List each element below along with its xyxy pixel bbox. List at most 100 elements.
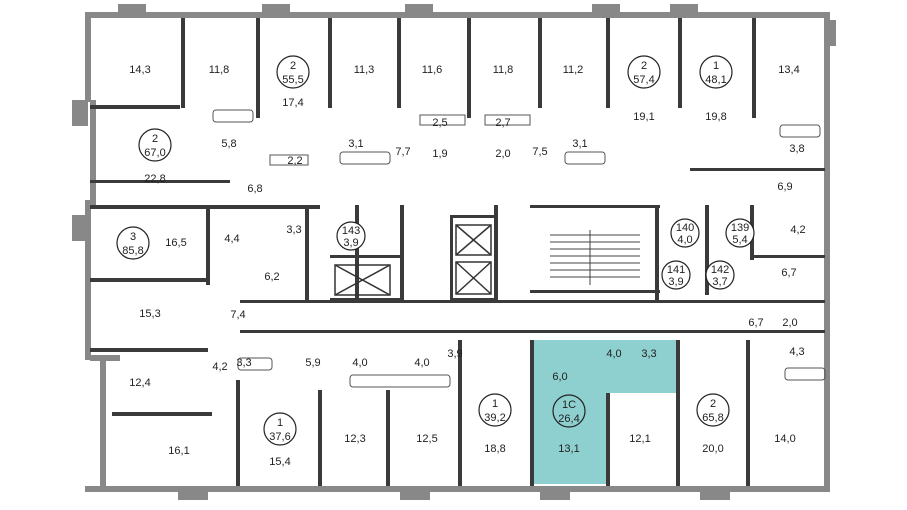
svg-text:142: 142 [711,264,729,276]
svg-text:3,9: 3,9 [668,276,683,288]
elevator-icon [334,224,492,296]
room-area: 6,7 [781,267,796,279]
room-area: 6,8 [247,183,262,195]
room-area: 2,0 [495,148,510,160]
staircase-icon [550,230,640,285]
room-area: 4,4 [224,233,239,245]
room-area-labels: 14,3 11,8 17,4 11,3 11,6 11,8 11,2 19,1 … [129,64,805,468]
storage-marker: 139 5,4 [725,218,755,248]
interior-walls [90,18,825,486]
svg-text:139: 139 [731,222,749,234]
svg-text:3,9: 3,9 [343,237,358,249]
outer-walls [72,4,836,500]
svg-text:85,8: 85,8 [122,245,143,257]
svg-text:141: 141 [667,264,685,276]
room-area: 4,0 [414,357,429,369]
svg-text:55,5: 55,5 [282,74,303,86]
room-area: 7,7 [395,146,410,158]
svg-text:3: 3 [130,231,136,243]
room-area: 3,3 [641,348,656,360]
room-area: 14,0 [774,433,795,445]
svg-text:57,4: 57,4 [633,74,654,86]
storage-marker: 142 3,7 [705,260,735,290]
bathroom-fixture-icons [212,109,826,388]
room-area: 16,1 [168,445,189,457]
room-area: 2,5 [432,117,447,129]
room-area: 17,4 [282,97,303,109]
room-area: 5,9 [305,357,320,369]
svg-text:1: 1 [713,60,719,72]
svg-text:2: 2 [710,398,716,410]
apartment-marker-selected: 1С 26,4 [552,394,586,428]
room-area: 20,0 [702,443,723,455]
room-area: 7,5 [532,146,547,158]
room-area: 18,8 [484,443,505,455]
apartment-marker: 3 85,8 [116,226,150,260]
room-area: 15,3 [139,308,160,320]
room-area: 3,9 [447,348,462,360]
svg-text:140: 140 [676,222,694,234]
svg-text:1С: 1С [562,399,576,411]
room-area: 12,5 [416,433,437,445]
apartment-marker: 2 65,8 [696,393,730,427]
svg-text:2: 2 [641,60,647,72]
apartment-marker: 2 67,0 [138,128,172,162]
room-area: 11,6 [422,64,443,76]
svg-text:65,8: 65,8 [702,412,723,424]
svg-text:2: 2 [290,60,296,72]
apartment-markers: 2 55,5 2 57,4 1 48,1 2 67,0 3 85,8 1 37,… [116,55,733,446]
room-area: 19,8 [705,111,726,123]
room-area: 3,1 [348,138,363,150]
svg-text:3,7: 3,7 [712,276,727,288]
room-area: 11,2 [563,64,584,76]
apartment-marker: 1 39,2 [478,393,512,427]
room-area: 6,9 [777,181,792,193]
storage-markers: 143 3,9 140 4,0 139 5,4 141 3,9 142 3,7 [336,218,755,290]
room-area: 11,8 [493,64,514,76]
svg-text:67,0: 67,0 [144,147,165,159]
storage-marker: 140 4,0 [670,218,700,248]
svg-text:2: 2 [152,133,158,145]
apartment-marker: 2 57,4 [627,55,661,89]
room-area: 4,2 [790,224,805,236]
storage-marker: 143 3,9 [336,221,366,251]
room-area: 16,5 [165,237,186,249]
room-area: 11,3 [354,64,375,76]
svg-text:48,1: 48,1 [705,74,726,86]
svg-text:26,4: 26,4 [558,413,579,425]
svg-text:5,4: 5,4 [732,234,747,246]
apartment-marker: 2 55,5 [276,55,310,89]
svg-text:1: 1 [277,417,283,429]
room-area: 6,0 [552,371,567,383]
apartment-marker: 1 48,1 [699,55,733,89]
room-area: 3,8 [789,143,804,155]
room-area: 2,7 [495,117,510,129]
svg-text:37,6: 37,6 [269,431,290,443]
room-area: 3,1 [572,138,587,150]
room-area: 6,2 [264,271,279,283]
room-area: 22,8 [144,173,165,185]
selected-apartment-highlight[interactable] [533,340,676,484]
room-area: 12,1 [629,433,650,445]
room-area: 2,0 [782,317,797,329]
room-area: 4,0 [352,357,367,369]
svg-text:1: 1 [492,398,498,410]
room-area: 3,3 [286,224,301,236]
room-area: 19,1 [633,111,654,123]
room-area: 4,0 [606,348,621,360]
room-area: 13,4 [778,64,799,76]
room-area: 13,1 [558,443,579,455]
svg-text:4,0: 4,0 [677,234,692,246]
room-area: 2,2 [287,155,302,167]
room-area: 5,8 [221,138,236,150]
room-area: 14,3 [129,64,150,76]
room-area: 12,4 [129,377,150,389]
svg-text:143: 143 [342,225,360,237]
room-area: 12,3 [344,433,365,445]
room-area: 11,8 [209,64,230,76]
svg-text:39,2: 39,2 [484,412,505,424]
room-area: 15,4 [269,456,290,468]
room-area: 3,3 [236,357,251,369]
storage-marker: 141 3,9 [661,260,691,290]
